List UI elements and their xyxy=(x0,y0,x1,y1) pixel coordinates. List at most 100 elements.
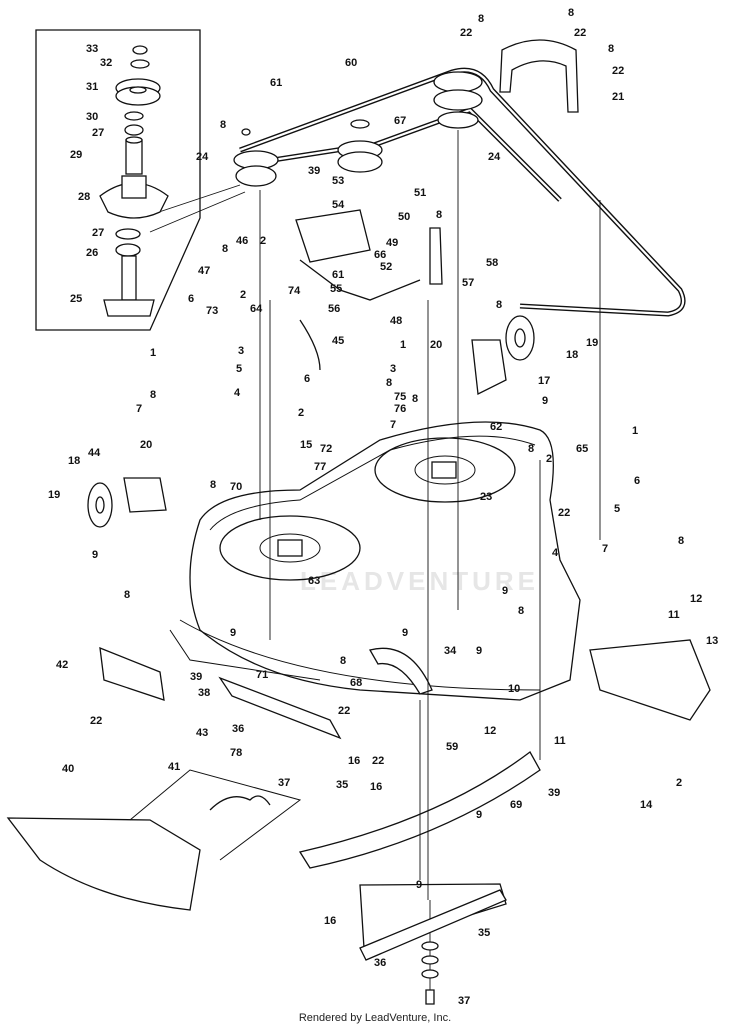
callout-2a: 2 xyxy=(260,235,266,247)
spindle-inset xyxy=(35,29,246,331)
callout-18b: 18 xyxy=(68,455,80,467)
callout-49: 49 xyxy=(386,237,398,249)
callout-39b: 39 xyxy=(190,671,202,683)
callout-25: 25 xyxy=(70,293,82,305)
callout-78: 78 xyxy=(230,747,242,759)
callout-54: 54 xyxy=(332,199,345,211)
callout-9c: 9 xyxy=(502,585,508,597)
callout-3b: 3 xyxy=(390,363,396,375)
callout-76: 76 xyxy=(394,403,406,415)
callout-16a: 16 xyxy=(348,755,360,767)
callout-68: 68 xyxy=(350,677,362,689)
callout-13: 13 xyxy=(706,635,718,647)
callout-57: 57 xyxy=(462,277,474,289)
callout-37b: 37 xyxy=(458,995,470,1007)
callout-16b: 16 xyxy=(370,781,382,793)
callout-27: 27 xyxy=(92,127,104,139)
callout-51: 51 xyxy=(414,187,426,199)
callout-22f: 22 xyxy=(338,705,350,717)
callout-26: 26 xyxy=(86,247,98,259)
callout-8g: 8 xyxy=(496,299,502,311)
callout-62: 62 xyxy=(490,421,502,433)
callout-52: 52 xyxy=(380,261,392,273)
callout-labels: 33 32 31 30 27 29 28 27 26 25 61 60 8 8 … xyxy=(48,7,718,1007)
callout-55: 55 xyxy=(330,283,342,295)
callout-59: 59 xyxy=(446,741,458,753)
callout-6b: 6 xyxy=(304,373,310,385)
callout-43: 43 xyxy=(196,727,208,739)
callout-74: 74 xyxy=(288,285,301,297)
callout-19b: 19 xyxy=(48,489,60,501)
callout-3a: 3 xyxy=(238,345,244,357)
callout-71: 71 xyxy=(256,669,268,681)
callout-2b: 2 xyxy=(240,289,246,301)
linkage-parts xyxy=(87,209,711,949)
callout-2d: 2 xyxy=(546,453,552,465)
callout-8m: 8 xyxy=(678,535,684,547)
callout-9b: 9 xyxy=(92,549,98,561)
callout-18a: 18 xyxy=(566,349,578,361)
callout-22g: 22 xyxy=(372,755,384,767)
callout-1a: 1 xyxy=(150,347,156,359)
callout-30: 30 xyxy=(86,111,98,123)
callout-12b: 12 xyxy=(484,725,496,737)
callout-75: 75 xyxy=(394,391,406,403)
callout-9f: 9 xyxy=(476,645,482,657)
callout-8k: 8 xyxy=(210,479,216,491)
callout-9d: 9 xyxy=(230,627,236,639)
callout-22d: 22 xyxy=(558,507,570,519)
callout-36b: 36 xyxy=(374,957,386,969)
callout-8d: 8 xyxy=(220,119,226,131)
callout-40: 40 xyxy=(62,763,74,775)
callout-60: 60 xyxy=(345,57,357,69)
callout-61: 61 xyxy=(270,77,282,89)
callout-47: 47 xyxy=(198,265,210,277)
callout-50: 50 xyxy=(398,211,410,223)
callout-65: 65 xyxy=(576,443,588,455)
callout-8l: 8 xyxy=(528,443,534,455)
callout-8n: 8 xyxy=(124,589,130,601)
callout-58: 58 xyxy=(486,257,498,269)
callout-28: 28 xyxy=(78,191,90,203)
callout-22a: 22 xyxy=(460,27,472,39)
callout-48: 48 xyxy=(390,315,402,327)
callout-29: 29 xyxy=(70,149,82,161)
callout-8b: 8 xyxy=(568,7,574,19)
callout-23: 23 xyxy=(480,491,492,503)
callout-20b: 20 xyxy=(140,439,152,451)
callout-63: 63 xyxy=(308,575,320,587)
callout-56: 56 xyxy=(328,303,340,315)
callout-8a: 8 xyxy=(478,13,484,25)
callout-41: 41 xyxy=(168,761,180,773)
callout-27b: 27 xyxy=(92,227,104,239)
callout-5a: 5 xyxy=(236,363,242,375)
callout-77: 77 xyxy=(314,461,326,473)
callout-15: 15 xyxy=(300,439,312,451)
callout-45: 45 xyxy=(332,335,344,347)
callout-67: 67 xyxy=(394,115,406,127)
callout-17: 17 xyxy=(538,375,550,387)
callout-8f: 8 xyxy=(222,243,228,255)
callout-24b: 24 xyxy=(488,151,501,163)
callout-35a: 35 xyxy=(336,779,348,791)
callout-19a: 19 xyxy=(586,337,598,349)
callout-72: 72 xyxy=(320,443,332,455)
callout-37a: 37 xyxy=(278,777,290,789)
callout-31: 31 xyxy=(86,81,98,93)
callout-10: 10 xyxy=(508,683,520,695)
callout-9h: 9 xyxy=(416,879,422,891)
callout-2e: 2 xyxy=(676,777,682,789)
callout-16c: 16 xyxy=(324,915,336,927)
callout-6a: 6 xyxy=(188,293,194,305)
callout-5b: 5 xyxy=(614,503,620,515)
callout-8o: 8 xyxy=(518,605,524,617)
callout-7c: 7 xyxy=(602,543,608,555)
callout-7b: 7 xyxy=(390,419,396,431)
callout-14: 14 xyxy=(640,799,653,811)
callout-4: 4 xyxy=(234,387,241,399)
callout-64: 64 xyxy=(250,303,263,315)
footer-credit: Rendered by LeadVenture, Inc. xyxy=(298,1012,452,1024)
callout-8p: 8 xyxy=(340,655,346,667)
callout-9a: 9 xyxy=(542,395,548,407)
callout-8j: 8 xyxy=(412,393,418,405)
